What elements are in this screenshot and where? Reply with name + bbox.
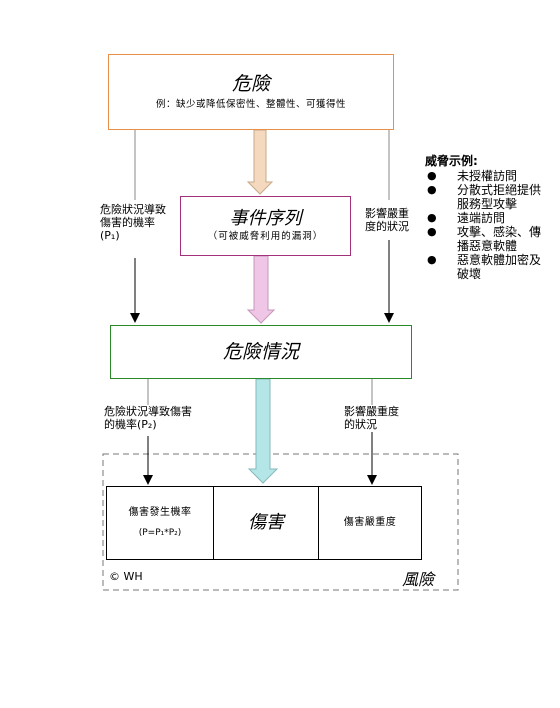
block-arrow-orange bbox=[246, 129, 274, 195]
threat-item: ●惡意軟體加密及破壞 bbox=[427, 253, 542, 281]
block-arrow-cyan bbox=[247, 378, 279, 484]
harm-box: 傷害 bbox=[213, 486, 319, 560]
bullet-icon: ● bbox=[427, 183, 437, 196]
event-sequence-subtitle: （可被威脅利用的漏洞） bbox=[207, 231, 324, 242]
bullet-icon: ● bbox=[427, 169, 437, 182]
severity-title: 傷害嚴重度 bbox=[343, 517, 397, 528]
threat-item: ●攻擊、感染、傳播惡意軟體 bbox=[427, 225, 542, 253]
probability-formula: (P=P₁*P₂) bbox=[138, 528, 182, 538]
p2-label: 危險狀況導致傷害的機率(P₂) bbox=[104, 405, 192, 431]
copyright: © WH bbox=[109, 570, 143, 583]
threat-item: ●未授權訪問 bbox=[427, 169, 518, 183]
bullet-icon: ● bbox=[427, 253, 437, 266]
severity-bottom-label: 影響嚴重度的狀況 bbox=[344, 405, 402, 431]
threat-list: ●未授權訪問 ●分散式拒絕提供服務型攻擊 ●遠端訪問 ●攻擊、感染、傳播惡意軟體… bbox=[425, 169, 545, 281]
threat-item: ●分散式拒絕提供服務型攻擊 bbox=[427, 183, 542, 211]
hazard-box: 危險 例：缺少或降低保密性、整體性、可獲得性 bbox=[108, 54, 394, 130]
bullet-icon: ● bbox=[427, 211, 437, 224]
hazardous-situation-title: 危險情況 bbox=[222, 341, 299, 363]
hazard-example: 例：缺少或降低保密性、整體性、可獲得性 bbox=[155, 99, 346, 110]
threat-examples-title: 威脅示例: bbox=[425, 154, 478, 168]
threat-item: ●遠端訪問 bbox=[427, 211, 506, 225]
severity-box: 傷害嚴重度 bbox=[318, 486, 422, 560]
threat-examples: 威脅示例: ●未授權訪問 ●分散式拒絕提供服務型攻擊 ●遠端訪問 ●攻擊、感染、… bbox=[425, 153, 545, 281]
block-arrow-pink bbox=[246, 255, 276, 324]
probability-title: 傷害發生機率 bbox=[128, 507, 192, 518]
bullet-icon: ● bbox=[427, 225, 437, 238]
p1-label: 危險狀況導致傷害的機率(P₁) bbox=[100, 203, 170, 242]
hazardous-situation-box: 危險情況 bbox=[110, 325, 412, 379]
hazard-title: 危險 bbox=[231, 73, 270, 95]
risk-boundary bbox=[102, 453, 459, 591]
event-sequence-title: 事件序列 bbox=[229, 208, 302, 229]
risk-label: 風險 bbox=[402, 570, 435, 589]
harm-title: 傷害 bbox=[248, 512, 284, 533]
probability-box: 傷害發生機率 (P=P₁*P₂) bbox=[106, 486, 214, 560]
event-sequence-box: 事件序列 （可被威脅利用的漏洞） bbox=[180, 196, 351, 256]
severity-top-label: 影響嚴重度的狀況 bbox=[365, 207, 417, 233]
